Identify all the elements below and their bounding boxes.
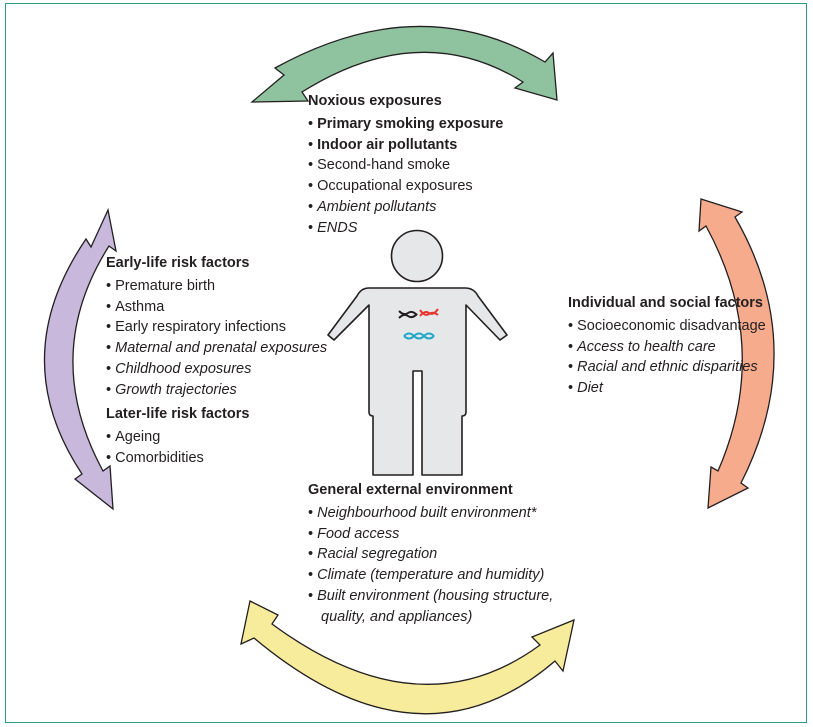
list-item: Built environment (housing structure, [308, 586, 553, 607]
arrow-left [43, 207, 117, 511]
dna-strand-red [419, 309, 439, 316]
individual-social-list: Socioeconomic disadvantageAccess to heal… [568, 316, 766, 399]
dna-strand-black [398, 310, 418, 316]
later-life-title: Later-life risk factors [106, 406, 250, 422]
arrow-top [250, 25, 558, 103]
early-life-title: Early-life risk factors [106, 255, 250, 271]
person-body [327, 287, 508, 476]
figure-frame [5, 3, 807, 723]
list-item: Racial segregation [308, 544, 553, 565]
dna-strand-cyan [403, 332, 435, 340]
list-item: Primary smoking exposure [308, 114, 503, 135]
arrow-right [698, 198, 775, 510]
list-item: Diet [568, 378, 766, 399]
list-item: Early respiratory infections [106, 317, 327, 338]
general-environment-title: General external environment [308, 482, 513, 498]
noxious-exposures-list: Primary smoking exposureIndoor air pollu… [308, 114, 503, 239]
list-item: Racial and ethnic disparities [568, 357, 766, 378]
list-item: Second-hand smoke [308, 155, 503, 176]
noxious-exposures-block: Noxious exposures Primary smoking exposu… [308, 91, 503, 239]
dna-strand-black [398, 313, 418, 319]
list-item: Food access [308, 524, 553, 545]
general-environment-block: General external environment Neighbourho… [308, 480, 553, 628]
later-life-list: AgeingComorbidities [106, 427, 249, 469]
list-item: Indoor air pollutants [308, 135, 503, 156]
early-life-list: Premature birthAsthmaEarly respiratory i… [106, 276, 327, 401]
dna-strand-cyan [403, 332, 435, 340]
list-item: Premature birth [106, 276, 327, 297]
individual-social-title: Individual and social factors [568, 295, 763, 311]
later-life-block: Later-life risk factors AgeingComorbidit… [106, 404, 249, 468]
list-item: Access to health care [568, 337, 766, 358]
list-item: Childhood exposures [106, 359, 327, 380]
general-environment-list: Neighbourhood built environment*Food acc… [308, 503, 553, 607]
arrow-bottom [240, 600, 575, 715]
list-item: Growth trajectories [106, 380, 327, 401]
list-item: Occupational exposures [308, 176, 503, 197]
list-item: Ageing [106, 427, 249, 448]
list-item: Neighbourhood built environment* [308, 503, 553, 524]
list-item: Asthma [106, 297, 327, 318]
dna-icon [398, 308, 439, 340]
general-environment-continuation: quality, and appliances) [321, 608, 473, 625]
individual-social-block: Individual and social factors Socioecono… [568, 293, 766, 399]
list-item: Maternal and prenatal exposures [106, 338, 327, 359]
list-item: Climate (temperature and humidity) [308, 565, 553, 586]
list-item: Comorbidities [106, 448, 249, 469]
noxious-exposures-title: Noxious exposures [308, 93, 442, 109]
list-item: Ambient pollutants [308, 197, 503, 218]
list-item: Socioeconomic disadvantage [568, 316, 766, 337]
early-life-block: Early-life risk factors Premature birthA… [106, 253, 327, 401]
list-item: ENDS [308, 218, 503, 239]
